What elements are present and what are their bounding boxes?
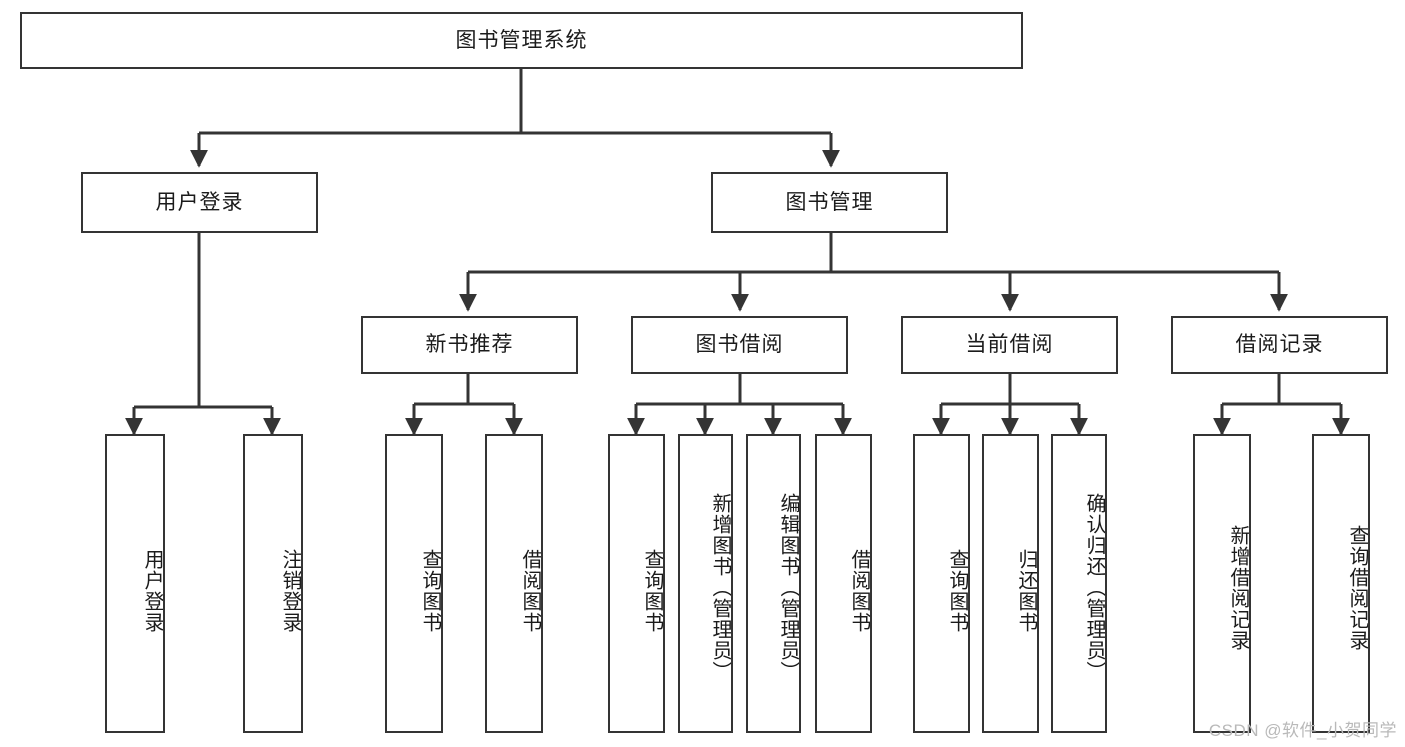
node-label: 图书管理系统 xyxy=(455,28,588,52)
node-user-login[interactable]: 用户登录 xyxy=(81,172,318,233)
node-book-management[interactable]: 图书管理 xyxy=(711,172,948,233)
node-label: 用户登录 xyxy=(155,190,244,214)
leaf-book-borrow-query-book[interactable]: 查询图书 xyxy=(608,434,665,733)
node-root-book-management-system[interactable]: 图书管理系统 xyxy=(20,12,1023,69)
node-label: 注销登录 xyxy=(279,548,301,633)
node-book-borrow[interactable]: 图书借阅 xyxy=(631,316,848,374)
node-label: 用户登录 xyxy=(141,548,163,633)
leaf-book-borrow-borrow-book[interactable]: 借阅图书 xyxy=(815,434,872,733)
csdn-watermark: CSDN @软件_小贺同学 xyxy=(1208,721,1397,740)
leaf-borrow-record-query-record[interactable]: 查询借阅记录 xyxy=(1312,434,1370,733)
node-new-book-recommend[interactable]: 新书推荐 xyxy=(361,316,578,374)
leaf-new-book-borrow-book[interactable]: 借阅图书 xyxy=(485,434,543,733)
node-label: 借阅图书 xyxy=(848,548,870,633)
leaf-current-borrow-return-book[interactable]: 归还图书 xyxy=(982,434,1039,733)
node-label: 图书管理 xyxy=(785,190,874,214)
leaf-book-borrow-edit-book-admin[interactable]: 编辑图书（管理员） xyxy=(746,434,801,733)
leaf-new-book-query-book[interactable]: 查询图书 xyxy=(385,434,443,733)
node-label: 查询图书 xyxy=(419,548,441,633)
node-label: 确认归还（管理员） xyxy=(1083,493,1105,682)
leaf-borrow-record-add-record[interactable]: 新增借阅记录 xyxy=(1193,434,1251,733)
node-label: 查询借阅记录 xyxy=(1346,524,1368,651)
node-label: 归还图书 xyxy=(1015,548,1037,633)
node-current-borrow[interactable]: 当前借阅 xyxy=(901,316,1118,374)
leaf-user-login-login[interactable]: 用户登录 xyxy=(105,434,165,733)
node-borrow-record[interactable]: 借阅记录 xyxy=(1171,316,1388,374)
leaf-book-borrow-add-book-admin[interactable]: 新增图书（管理员） xyxy=(678,434,733,733)
node-label: 借阅记录 xyxy=(1235,333,1324,357)
leaf-user-login-logout[interactable]: 注销登录 xyxy=(243,434,303,733)
leaf-current-borrow-query-book[interactable]: 查询图书 xyxy=(913,434,970,733)
node-label: 借阅图书 xyxy=(519,548,541,633)
node-label: 新增借阅记录 xyxy=(1227,524,1249,651)
node-label: 当前借阅 xyxy=(965,333,1054,357)
node-label: 新书推荐 xyxy=(425,333,514,357)
node-label: 查询图书 xyxy=(641,548,663,633)
node-label: 编辑图书（管理员） xyxy=(777,493,799,682)
leaf-current-borrow-confirm-return-admin[interactable]: 确认归还（管理员） xyxy=(1051,434,1107,733)
node-label: 图书借阅 xyxy=(695,333,784,357)
node-label: 查询图书 xyxy=(946,548,968,633)
node-label: 新增图书（管理员） xyxy=(709,493,731,682)
